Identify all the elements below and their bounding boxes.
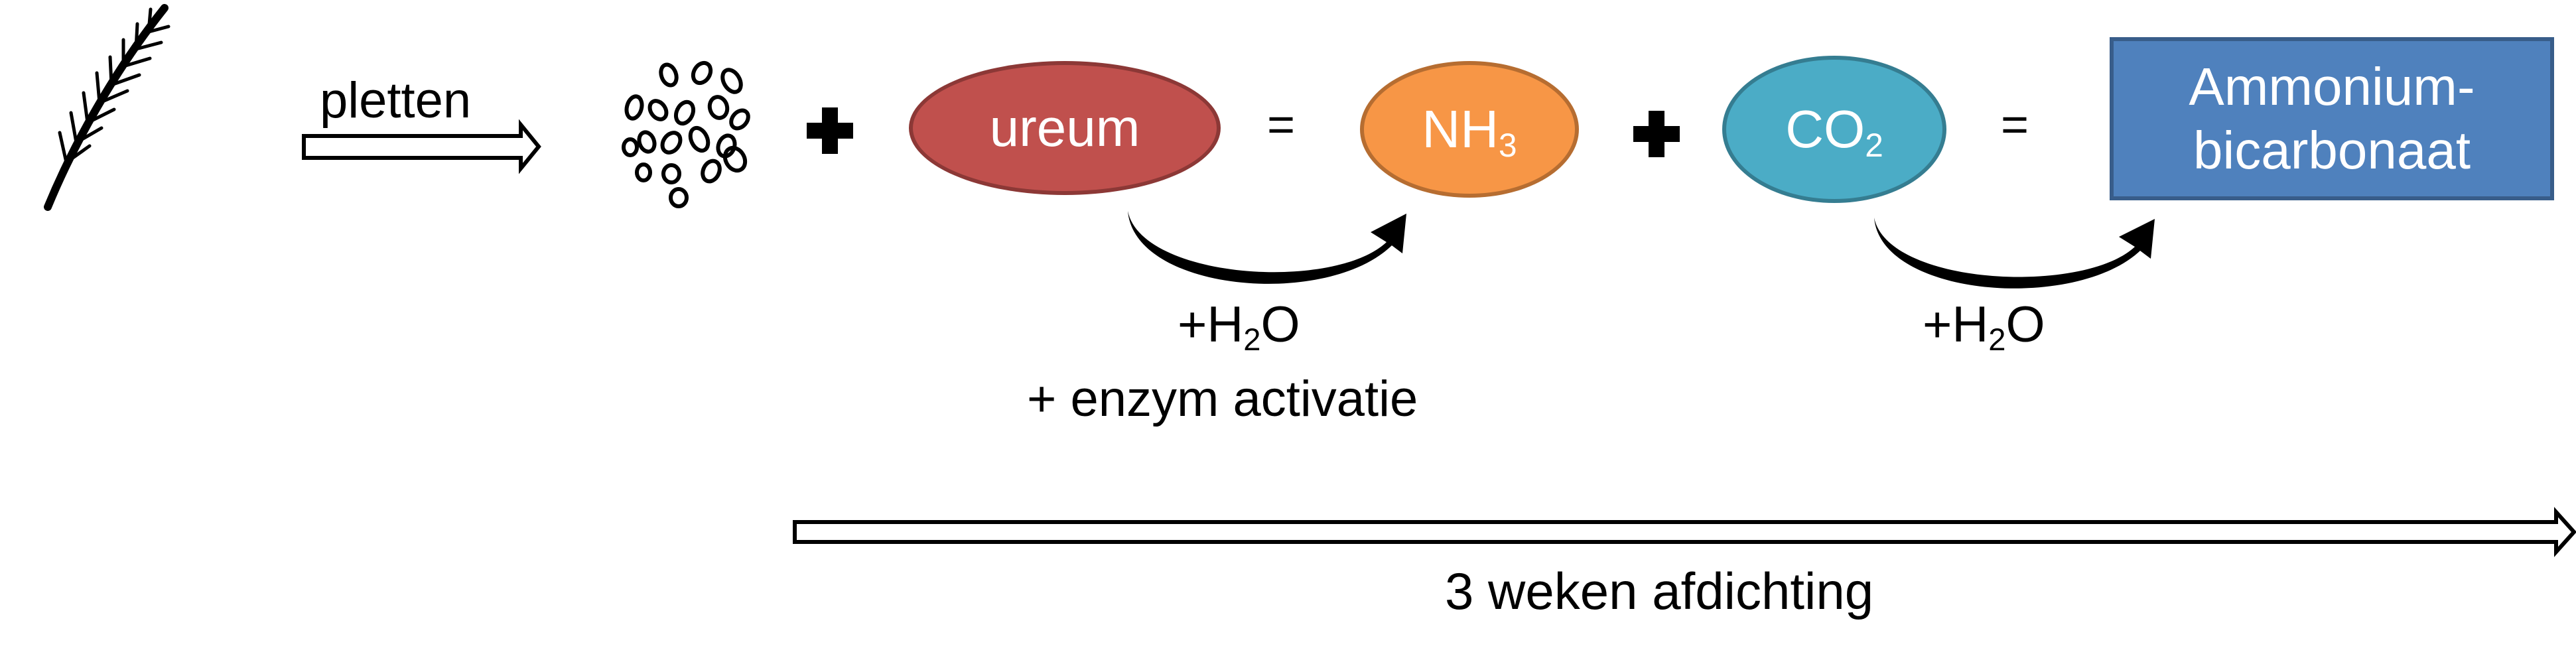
ureum-node: ureum	[909, 61, 1221, 195]
ureum-label: ureum	[989, 98, 1140, 157]
reaction-1-enzyme: + enzym activatie	[1027, 371, 1418, 427]
product-line-2: bicarbonaat	[2193, 121, 2471, 180]
product-line-1: Ammonium-	[2189, 57, 2475, 116]
ammonium-bicarbonate-box: Ammonium- bicarbonaat	[2110, 37, 2554, 200]
nh3-label: NH3	[1422, 100, 1517, 164]
reaction-1-water: +H2O	[1178, 297, 1300, 358]
equals-sign: =	[2001, 98, 2029, 151]
press-label: pletten	[320, 72, 472, 129]
co2-node: CO2	[1722, 56, 1946, 203]
nh3-node: NH3	[1360, 61, 1579, 198]
timeline-label: 3 weken afdichting	[1445, 562, 1874, 620]
equals-sign: =	[1267, 98, 1296, 151]
co2-label: CO2	[1785, 100, 1883, 164]
reaction-2-water: +H2O	[1923, 297, 2045, 358]
